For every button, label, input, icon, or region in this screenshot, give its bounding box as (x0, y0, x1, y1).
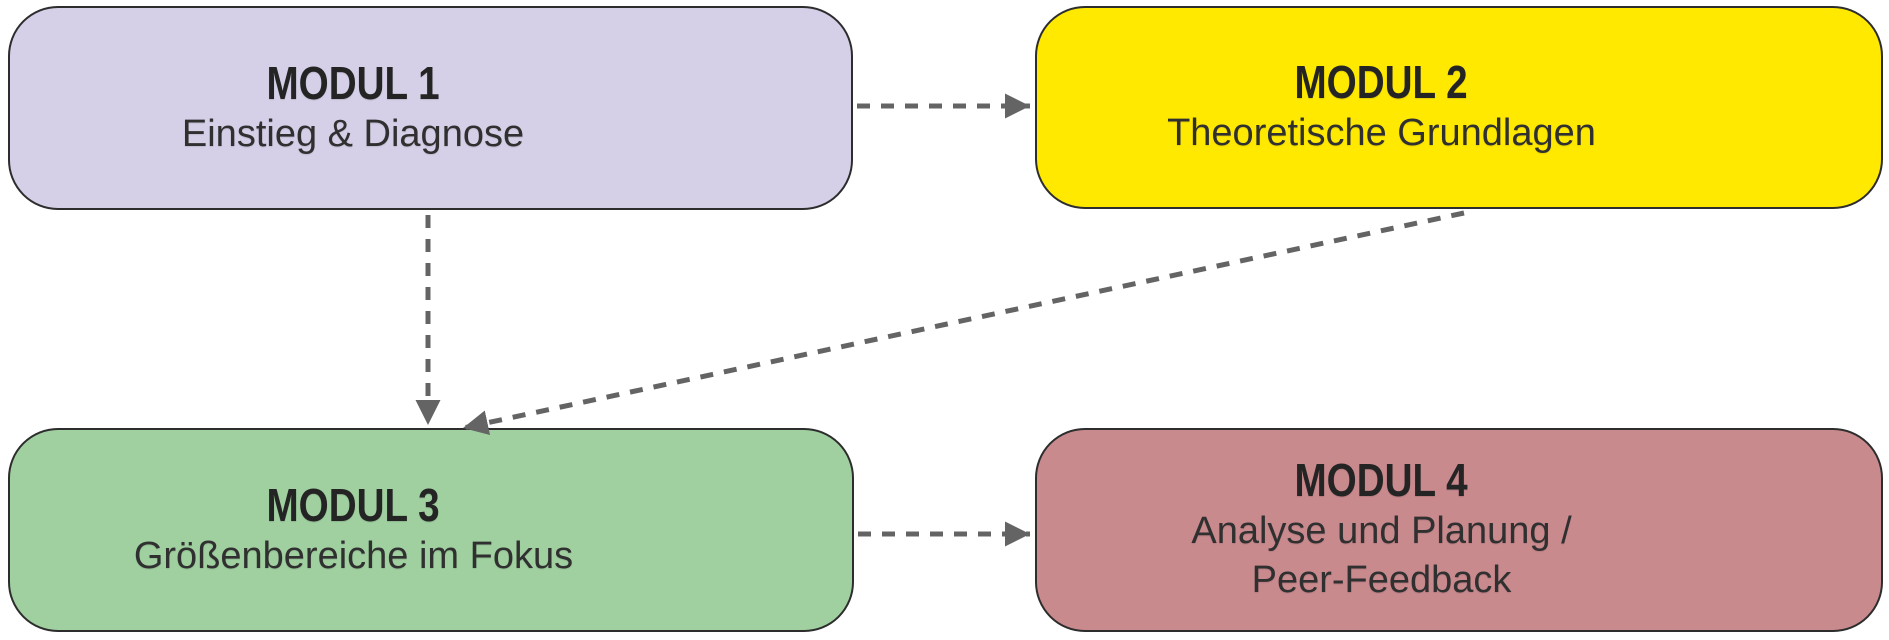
module-4-subtitle-line1: Analyse und Planung / (1191, 510, 1572, 553)
module-3-title: MODUL 3 (266, 478, 441, 531)
module-3-subtitle: Größenbereiche im Fokus (133, 534, 574, 577)
module-2-subtitle: Theoretische Grundlagen (1167, 112, 1596, 155)
module-box-modul-4: MODUL 4 Analyse und Planung / Peer-Feedb… (1035, 428, 1883, 632)
module-2-title: MODUL 2 (1294, 56, 1469, 109)
module-4-title: MODUL 4 (1294, 454, 1469, 507)
module-box-modul-2: MODUL 2 Theoretische Grundlagen (1035, 6, 1883, 209)
module-4-subtitle-line2: Peer-Feedback (1251, 559, 1512, 602)
module-box-modul-1: MODUL 1 Einstieg & Diagnose (8, 6, 853, 210)
module-1-subtitle: Einstieg & Diagnose (181, 112, 525, 155)
module-1-title: MODUL 1 (266, 56, 440, 109)
module-box-modul-3: MODUL 3 Größenbereiche im Fokus (8, 428, 854, 632)
arrow-modul2-to-modul3 (462, 210, 1465, 435)
